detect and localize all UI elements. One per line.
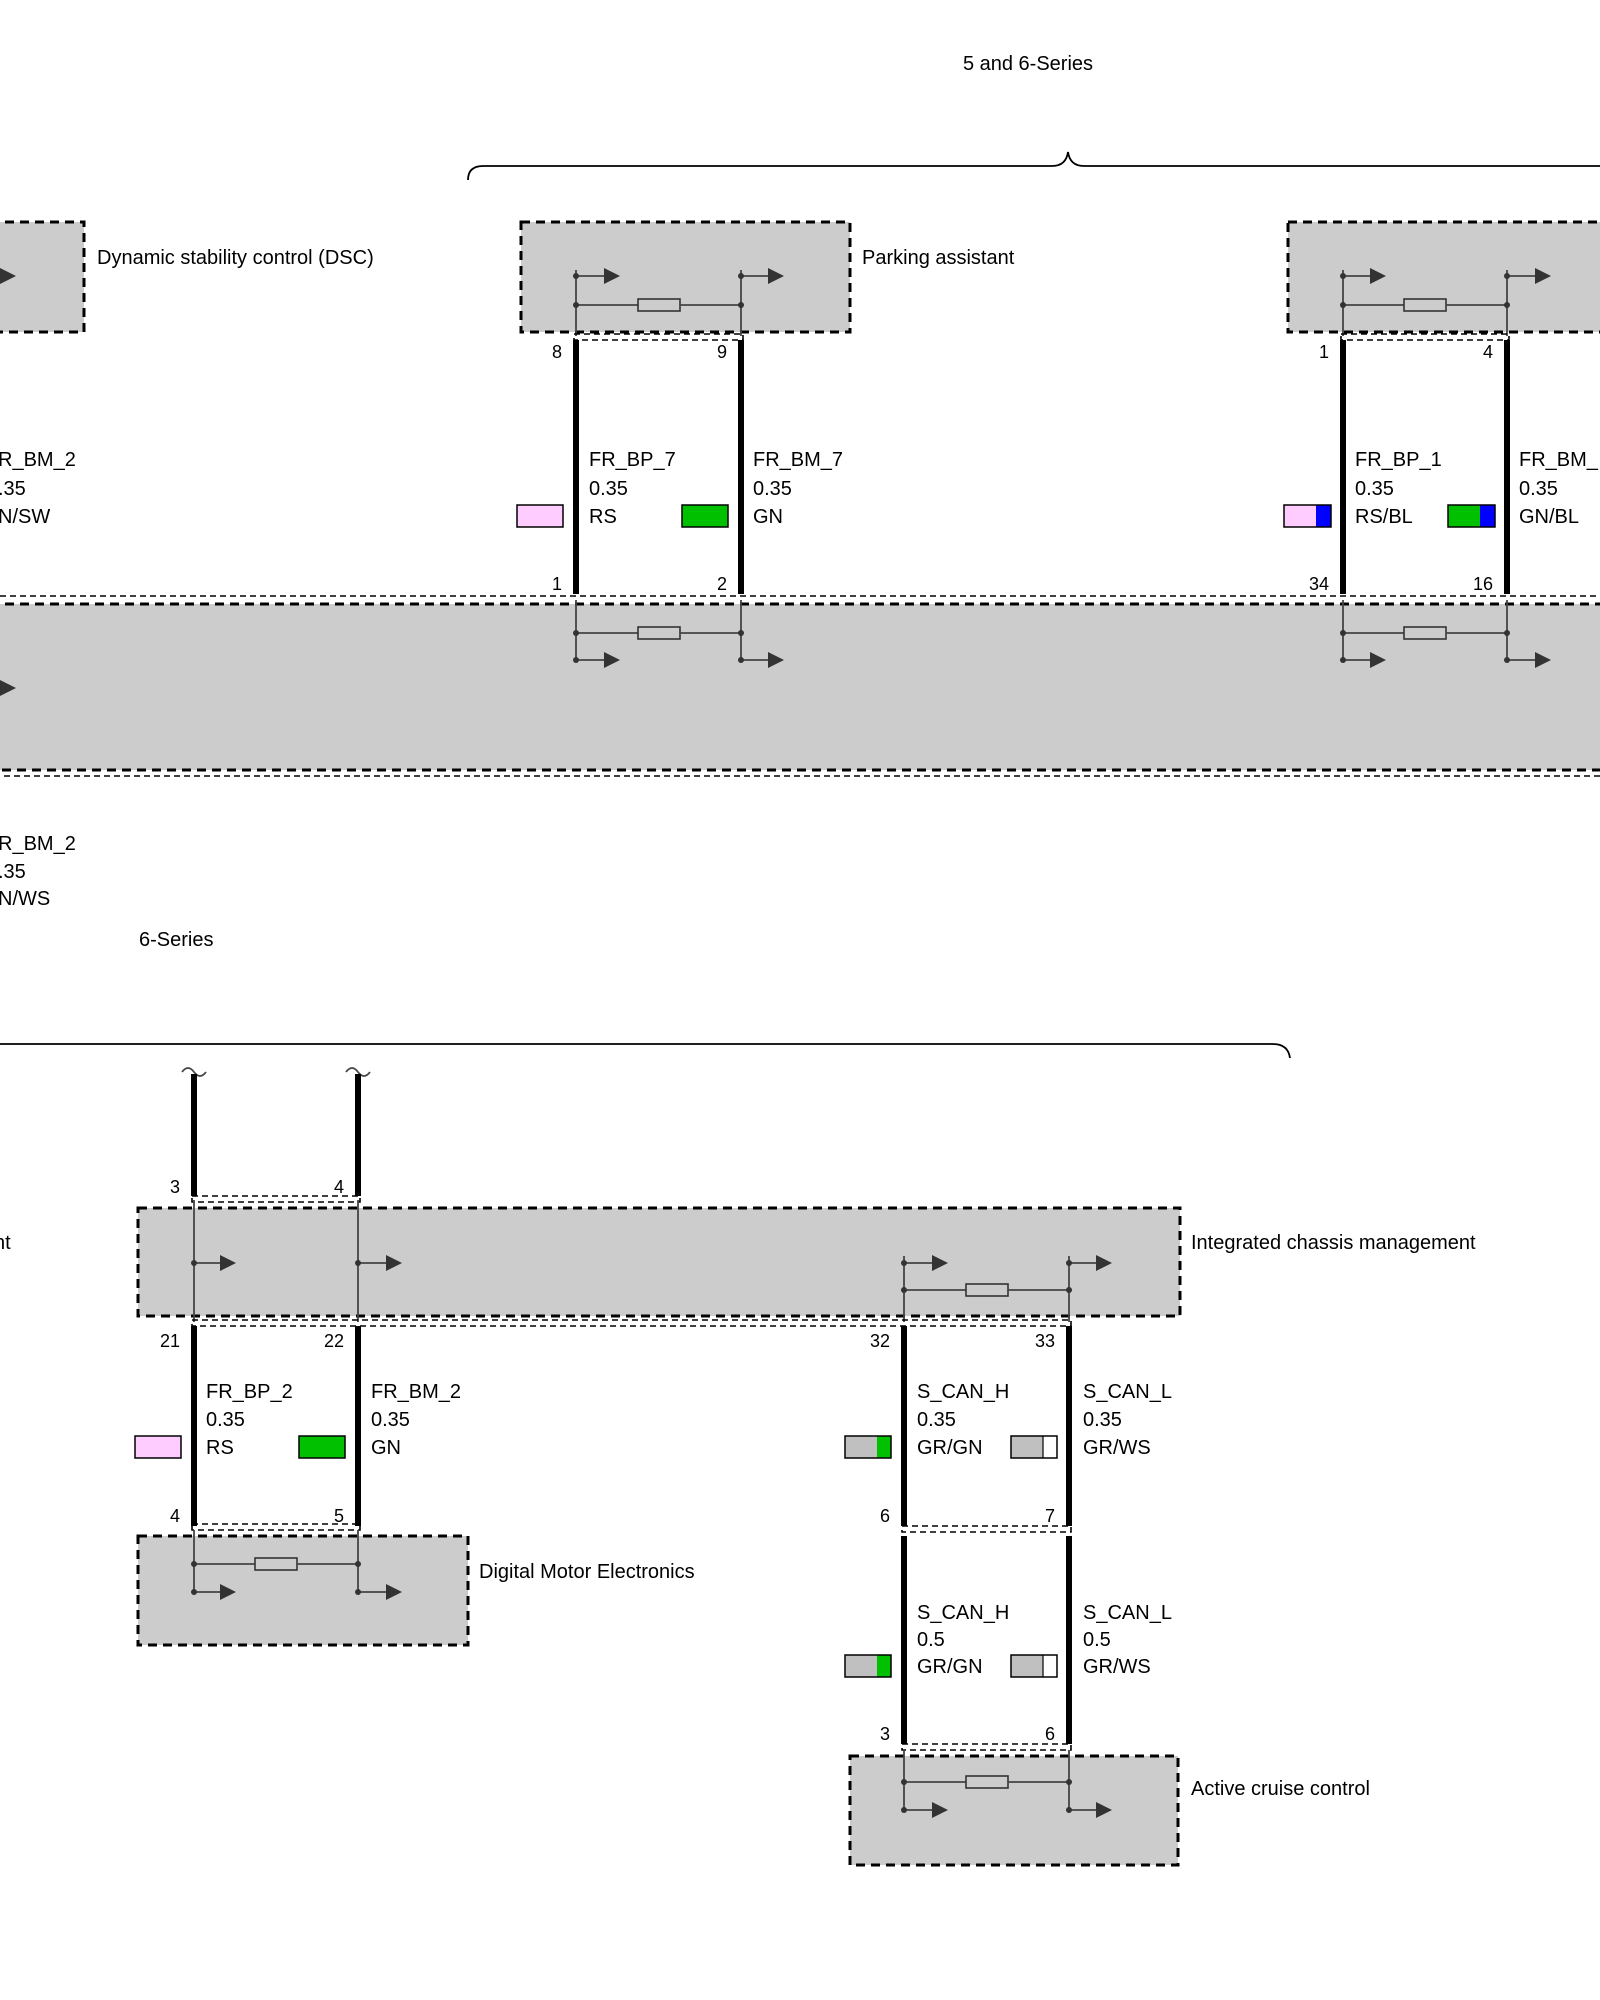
wire-size: 0.35 bbox=[1519, 478, 1558, 500]
wire-size: 0.35 bbox=[589, 478, 628, 500]
wire-size: 0.35 bbox=[206, 1409, 245, 1431]
wire-name: FR_BM_2 bbox=[371, 1381, 461, 1403]
module-icm-label: Integrated chassis management bbox=[1191, 1232, 1476, 1254]
connector-right-top bbox=[1340, 333, 1510, 341]
pin-number: 3 bbox=[880, 1724, 890, 1744]
module-icm-left-fragment: nt bbox=[0, 1232, 11, 1254]
connector-can-inline bbox=[901, 1525, 1072, 1533]
wire-color-swatch bbox=[1447, 504, 1496, 528]
wire-size: 0.35 bbox=[1355, 478, 1394, 500]
module-dsc-label: Dynamic stability control (DSC) bbox=[97, 247, 374, 269]
wire-color-swatch bbox=[844, 1435, 892, 1459]
pin-number: 22 bbox=[324, 1331, 344, 1351]
pin-number: 16 bbox=[1473, 574, 1493, 594]
connector-band-large bbox=[0, 595, 1600, 777]
connector-parking-top bbox=[573, 333, 744, 341]
wire-color-code: GR/WS bbox=[1083, 1656, 1151, 1678]
group-label-bottom: 6-Series bbox=[139, 929, 213, 951]
connector-acc bbox=[901, 1743, 1072, 1751]
wire-name: FR_BM_ bbox=[1519, 449, 1599, 471]
wire-color-swatch bbox=[134, 1435, 182, 1459]
pin-number: 1 bbox=[552, 574, 562, 594]
module-large-bus-unit[interactable] bbox=[0, 600, 1600, 772]
wire-size-left-lower: .35 bbox=[0, 861, 26, 883]
module-dsc[interactable] bbox=[0, 220, 86, 334]
connector-dme bbox=[191, 1523, 361, 1531]
pin-number: 4 bbox=[334, 1177, 344, 1197]
pin-number: 2 bbox=[717, 574, 727, 594]
wire-name: S_CAN_H bbox=[917, 1602, 1009, 1624]
wire-color-code: GN bbox=[753, 506, 783, 528]
wire-name: FR_BP_2 bbox=[206, 1381, 293, 1403]
wire-color-code: GN bbox=[371, 1437, 401, 1459]
wire-color-code: GR/GN bbox=[917, 1656, 983, 1678]
group-label-top: 5 and 6-Series bbox=[963, 53, 1093, 75]
wire-size-left-upper: .35 bbox=[0, 478, 26, 500]
pin-number: 6 bbox=[880, 1506, 890, 1526]
pin-number: 6 bbox=[1045, 1724, 1055, 1744]
wire-size: 0.5 bbox=[1083, 1629, 1111, 1651]
wire-color-left-upper: N/SW bbox=[0, 506, 50, 528]
wire-color-code: RS/BL bbox=[1355, 506, 1413, 528]
wire-color-swatch bbox=[681, 504, 729, 528]
pin-number: 1 bbox=[1319, 342, 1329, 362]
wire-name: S_CAN_H bbox=[917, 1381, 1009, 1403]
module-digital-motor-electronics[interactable] bbox=[136, 1530, 470, 1647]
brace-bottom bbox=[0, 1043, 1291, 1059]
wire-name: S_CAN_L bbox=[1083, 1381, 1172, 1403]
module-active-cruise-control[interactable] bbox=[848, 1750, 1180, 1867]
pin-number: 7 bbox=[1045, 1506, 1055, 1526]
wire-name-left-upper: R_BM_2 bbox=[0, 449, 76, 471]
wire-size: 0.35 bbox=[917, 1409, 956, 1431]
wire-name: FR_BP_1 bbox=[1355, 449, 1442, 471]
module-parking-assistant[interactable] bbox=[519, 220, 852, 336]
module-dme-label: Digital Motor Electronics bbox=[479, 1561, 695, 1583]
module-acc-label: Active cruise control bbox=[1191, 1778, 1370, 1800]
wire-name: FR_BP_7 bbox=[589, 449, 676, 471]
pin-number: 32 bbox=[870, 1331, 890, 1351]
wire-color-code: GN/BL bbox=[1519, 506, 1579, 528]
wire-color-swatch bbox=[1010, 1654, 1058, 1678]
wire-break-symbol bbox=[181, 1067, 207, 1077]
wire-break-symbol bbox=[345, 1067, 371, 1077]
wire-color-swatch bbox=[516, 504, 564, 528]
pin-number: 4 bbox=[170, 1506, 180, 1526]
connector-icm-top bbox=[191, 1195, 361, 1203]
module-right-unit[interactable] bbox=[1286, 220, 1600, 336]
pin-number: 33 bbox=[1035, 1331, 1055, 1351]
module-parking-assistant-label: Parking assistant bbox=[862, 247, 1015, 269]
wire-name: S_CAN_L bbox=[1083, 1602, 1172, 1624]
pin-number: 34 bbox=[1309, 574, 1329, 594]
wire-color-swatch bbox=[844, 1654, 892, 1678]
wire-color-left-lower: N/WS bbox=[0, 888, 50, 910]
wire-size: 0.35 bbox=[1083, 1409, 1122, 1431]
wire-name: FR_BM_7 bbox=[753, 449, 843, 471]
pin-number: 5 bbox=[334, 1506, 344, 1526]
pin-number: 8 bbox=[552, 342, 562, 362]
brace-top bbox=[467, 151, 1600, 181]
wire-size: 0.5 bbox=[917, 1629, 945, 1651]
wire-color-code: GR/GN bbox=[917, 1437, 983, 1459]
wire-color-swatch bbox=[1283, 504, 1332, 528]
connector-icm-bottom bbox=[191, 1319, 1072, 1327]
pin-number: 3 bbox=[170, 1177, 180, 1197]
wire-color-code: RS bbox=[589, 506, 617, 528]
wire-color-swatch bbox=[298, 1435, 346, 1459]
pin-number: 21 bbox=[160, 1331, 180, 1351]
wire-color-code: RS bbox=[206, 1437, 234, 1459]
module-integrated-chassis-management[interactable] bbox=[136, 1200, 1182, 1322]
wire-name-left-lower: R_BM_2 bbox=[0, 833, 76, 855]
wire-size: 0.35 bbox=[753, 478, 792, 500]
pin-number: 4 bbox=[1483, 342, 1493, 362]
wire-color-code: GR/WS bbox=[1083, 1437, 1151, 1459]
wire-size: 0.35 bbox=[371, 1409, 410, 1431]
wire-color-swatch bbox=[1010, 1435, 1058, 1459]
pin-number: 9 bbox=[717, 342, 727, 362]
